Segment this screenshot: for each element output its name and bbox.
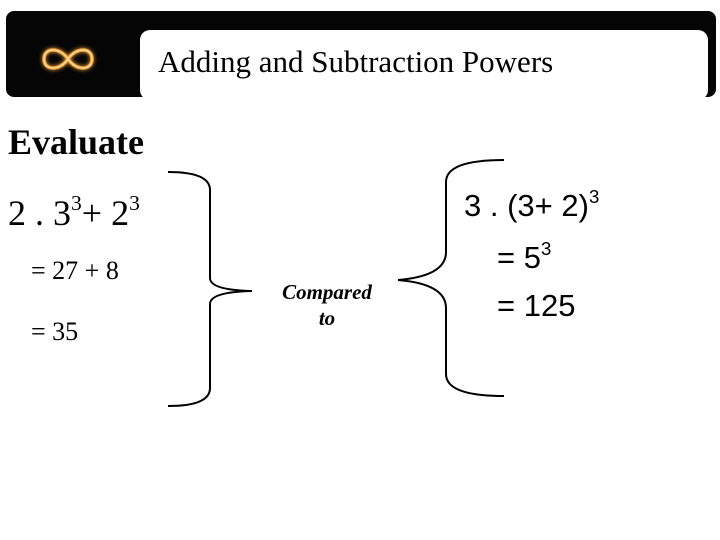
- infinity-glow-icon: [36, 29, 100, 89]
- problem-2-exponent-2: 3: [129, 190, 140, 215]
- problem-2-step-2: = 35: [31, 317, 79, 346]
- left-brace: [167, 171, 253, 407]
- page-title: Adding and Subtraction Powers: [158, 44, 554, 79]
- problem-3-exponent: 3: [588, 185, 600, 207]
- problem-2-expression: 2 . 33+ 23: [8, 192, 140, 234]
- problem-3-expression: 3 . (3+ 2)3: [464, 185, 600, 224]
- problem-2-mid: + 2: [81, 193, 130, 233]
- section-heading: Evaluate: [8, 122, 145, 162]
- problem-2-step-1: = 27 + 8: [31, 256, 119, 285]
- problem-3-step-1: = 53: [497, 237, 552, 276]
- problem-2-prefix: 2 . 3: [8, 193, 71, 233]
- compared-to-label: Compared to: [262, 279, 392, 331]
- compared-line: Compared: [282, 280, 372, 304]
- problem-3-step-1-base: = 5: [497, 240, 541, 275]
- to-line: to: [318, 306, 336, 330]
- problem-2-exponent-1: 3: [71, 190, 82, 215]
- header-bar: Adding and Subtraction Powers: [6, 11, 716, 100]
- problem-3-step-1-exponent: 3: [540, 237, 552, 259]
- right-brace: [397, 159, 505, 397]
- problem-3-step-2: = 125: [497, 288, 576, 323]
- problem-3-expr: 3 . (3+ 2): [464, 188, 589, 223]
- title-box: Adding and Subtraction Powers: [140, 30, 708, 100]
